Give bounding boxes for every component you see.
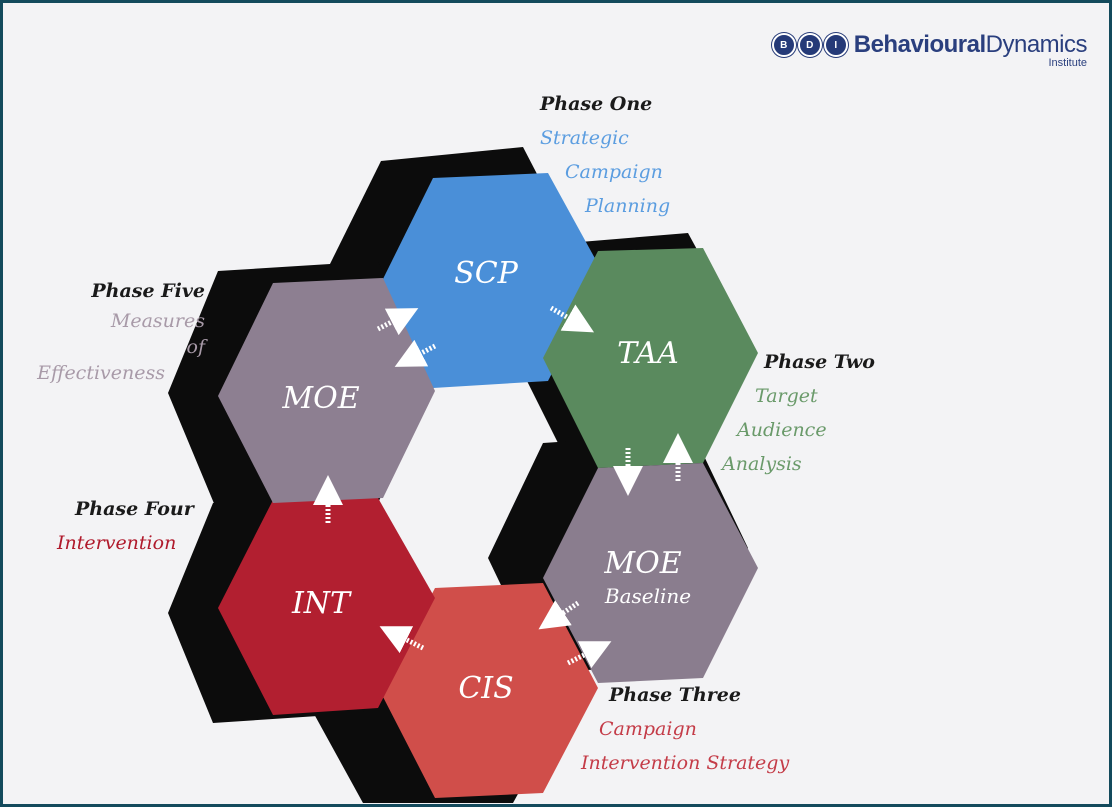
phase-five-title: Phase Five [91, 280, 205, 302]
logo-text-regular: Dynamics [985, 31, 1088, 58]
phase-two-line-2: Audience [737, 419, 827, 441]
transition-arrows [313, 304, 693, 669]
phase-one-title: Phase One [540, 93, 653, 115]
phase-three-label: Phase Three Campaign Intervention Strate… [581, 678, 789, 780]
phase-one-line-1: Strategic [540, 127, 629, 149]
hex-moe-baseline-label: MOE [603, 546, 681, 581]
arrow-moeb-to-cis [538, 600, 580, 630]
hex-int [218, 498, 435, 715]
hex-moe [218, 278, 435, 503]
logo-letter-i: I [823, 33, 848, 57]
logo-text-bold: Behavioural [853, 31, 986, 58]
arrow-scp-to-moe [394, 339, 437, 367]
hex-scp [381, 173, 603, 388]
phase-two-line-1: Target [755, 385, 818, 407]
hex-moe-baseline-sublabel: Baseline [604, 584, 691, 608]
arrow-cis-to-moeb [566, 641, 612, 669]
phase-three-line-2: Intervention Strategy [581, 752, 790, 774]
phase-two-title: Phase Two [764, 351, 875, 373]
phase-five-line-2: of [186, 336, 205, 358]
phase-one-label: Phase One Strategic Campaign Planning [540, 87, 670, 223]
phase-four-title: Phase Four [75, 498, 194, 520]
phase-cycle-diagram: SCP TAA MOE Baseline CIS INT MOE [168, 147, 758, 803]
arrow-moe-to-scp [376, 308, 419, 336]
phase-two-label: Phase Two Target Audience Analysis [719, 345, 875, 481]
logo-letter-b: B [771, 33, 796, 57]
hex-cis-label: CIS [458, 671, 513, 706]
hex-cis [381, 583, 598, 798]
phase-one-line-3: Planning [585, 195, 671, 217]
phase-five-line-1: Measures [110, 310, 205, 332]
phase-one-line-2: Campaign [565, 161, 663, 183]
hex-taa [543, 248, 758, 468]
hex-int-label: INT [291, 586, 352, 621]
hex-moe-label: MOE [281, 381, 359, 416]
hex-moe-baseline [543, 463, 758, 683]
logo-subtitle: Institute [1048, 57, 1087, 69]
phase-three-title: Phase Three [609, 684, 741, 706]
phase-four-label: Phase Four Intervention [57, 492, 194, 560]
hex-scp-label: SCP [454, 256, 519, 291]
arrow-cis-to-int [379, 626, 425, 654]
phase-five-line-3: Effectiveness [37, 362, 165, 384]
phase-five-label: Phase Five Measures of Effectiveness [23, 274, 205, 386]
phase-two-line-3: Analysis [722, 453, 802, 475]
hex-taa-label: TAA [617, 336, 679, 371]
phase-four-line-1: Intervention [57, 532, 177, 554]
arrow-scp-to-taa [549, 304, 595, 333]
logo-letter-d: D [797, 33, 822, 57]
phase-three-line-1: Campaign [599, 718, 697, 740]
